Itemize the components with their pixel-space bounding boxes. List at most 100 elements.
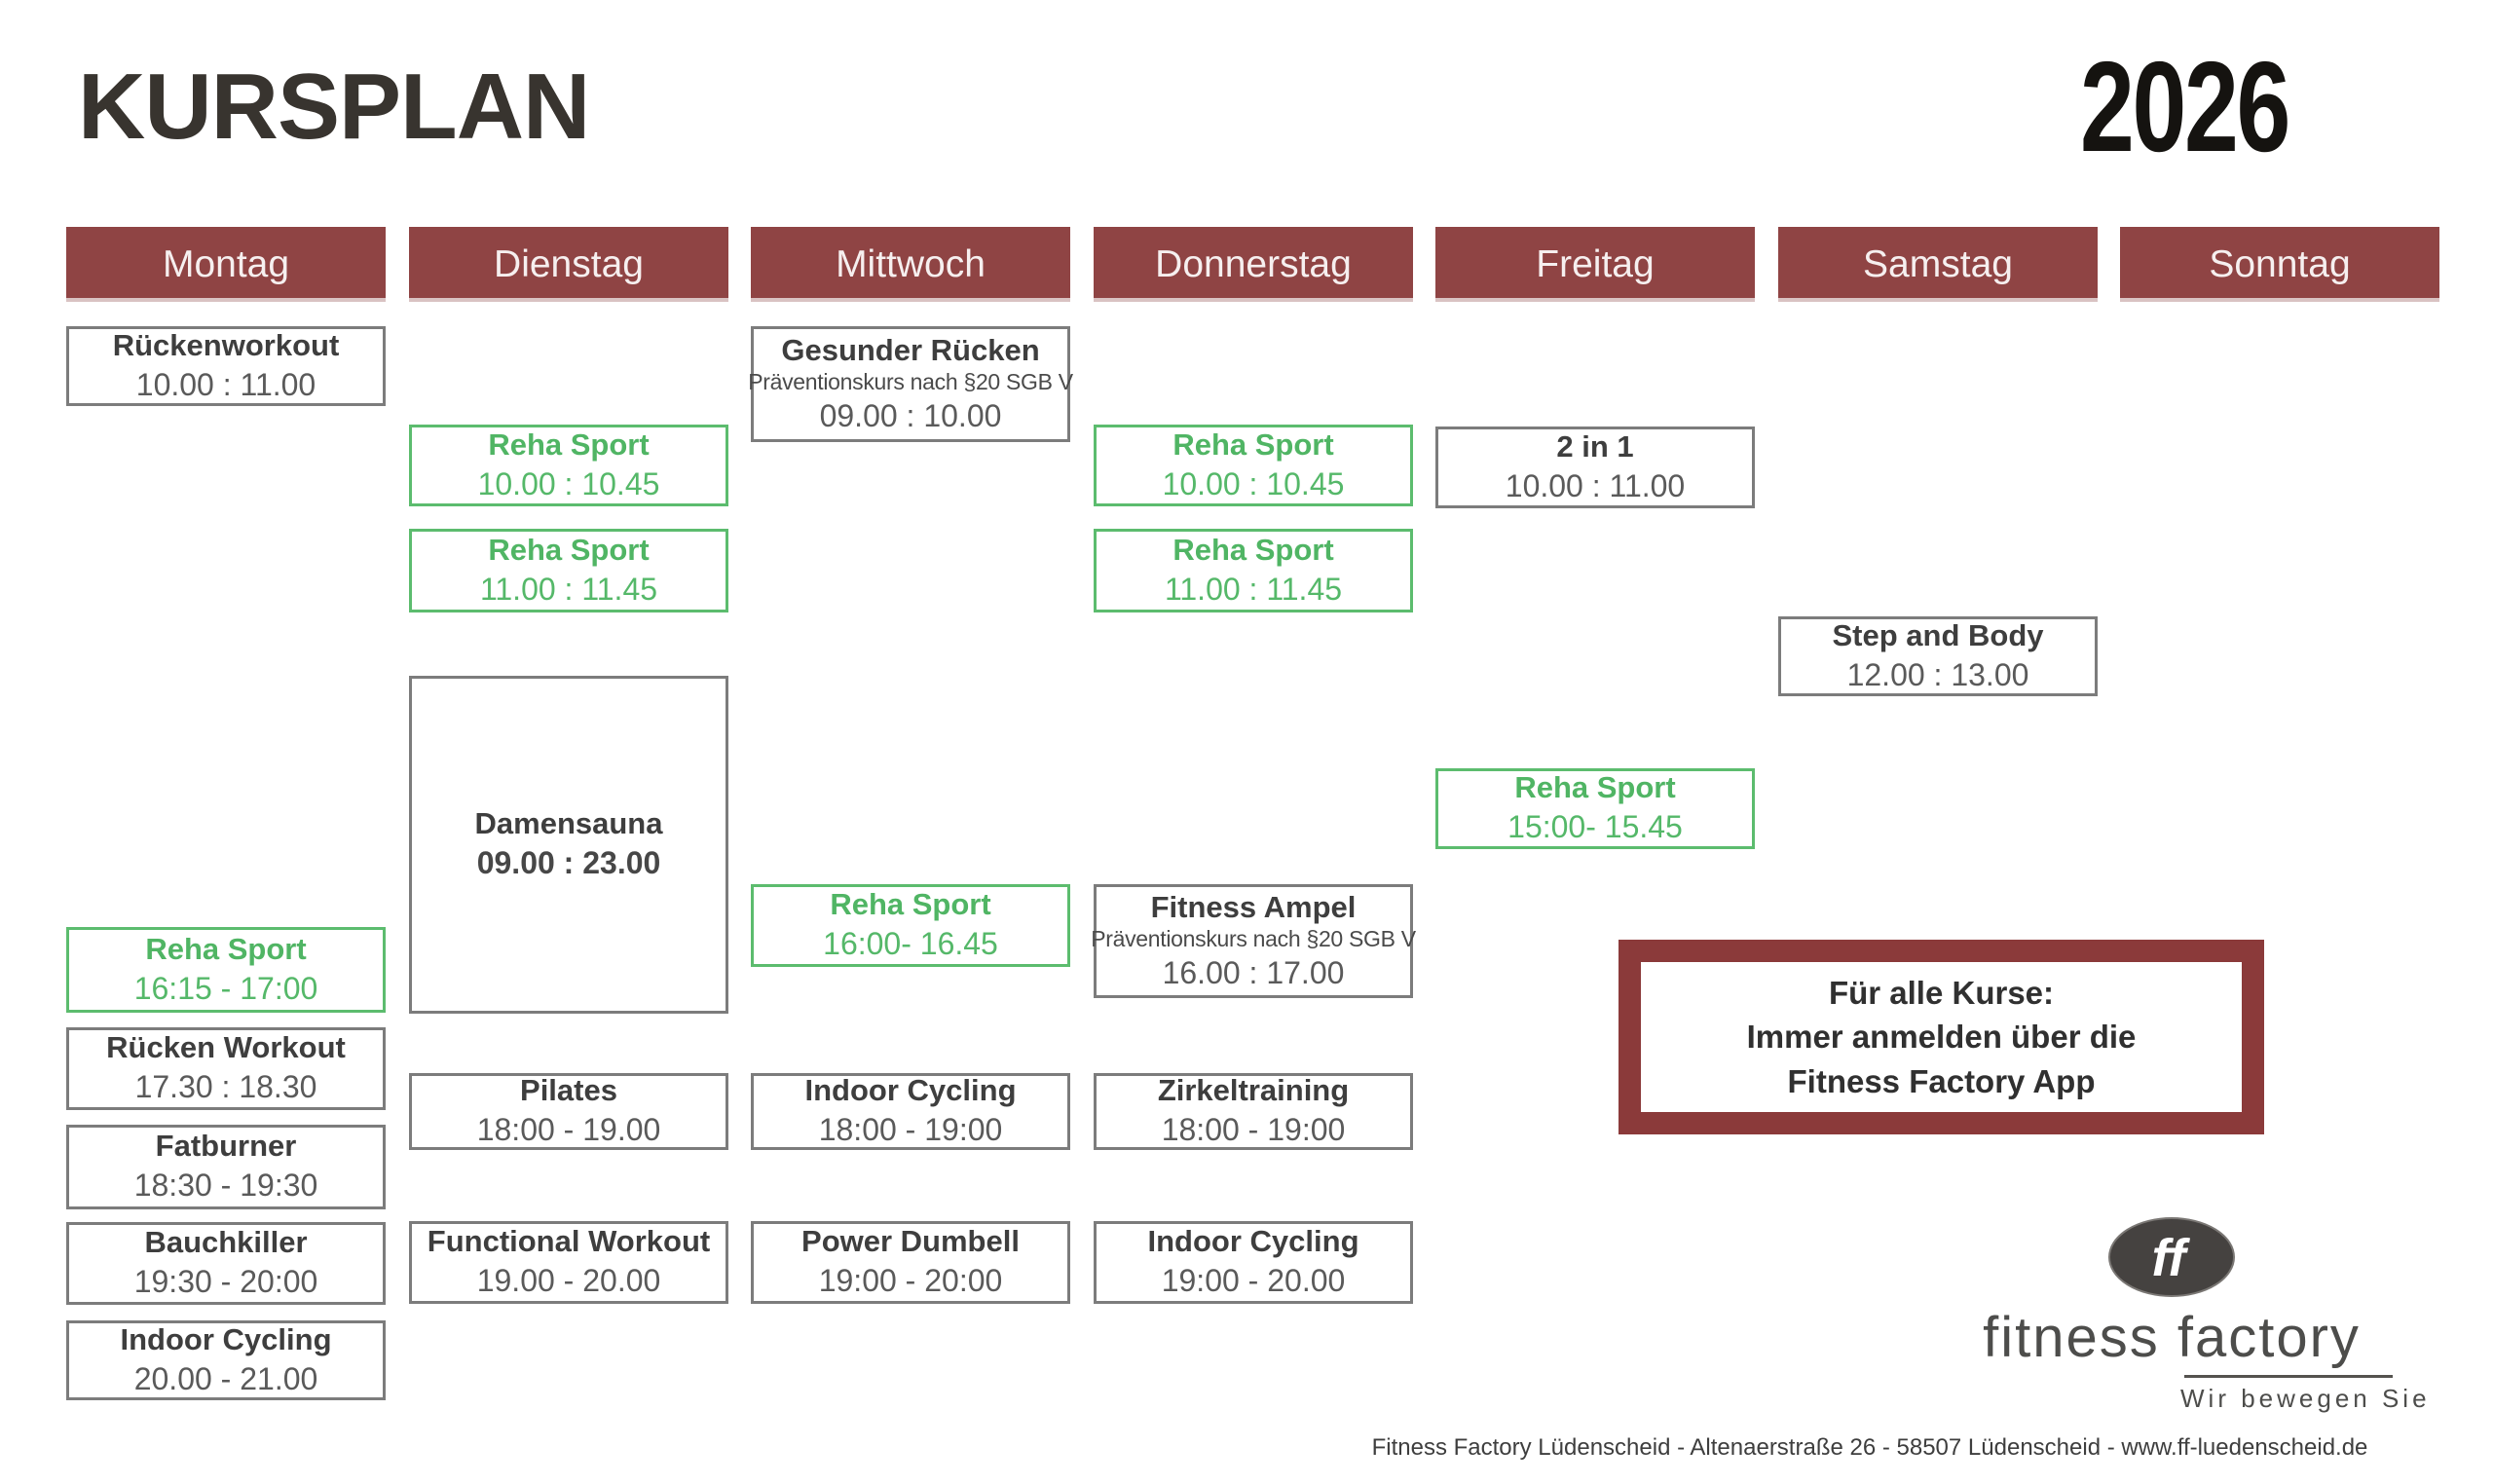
course-title: Indoor Cycling [1147,1224,1359,1259]
course-time: 19:00 - 20:00 [818,1263,1003,1299]
course-card: Reha Sport 16:00- 16.45 [751,884,1070,967]
course-title: Bauchkiller [144,1225,308,1260]
course-title: 2 in 1 [1556,428,1634,464]
year-label: 2026 [2080,35,2290,178]
course-card: Bauchkiller 19:30 - 20:00 [66,1222,386,1305]
course-card: Functional Workout 19.00 - 20.00 [409,1221,728,1304]
course-card: Zirkeltraining 18:00 - 19:00 [1094,1073,1413,1150]
course-subtitle: Präventionskurs nach §20 SGB V [748,369,1073,395]
ff-monogram-icon: ff [2108,1217,2235,1297]
course-card: Reha Sport 11.00 : 11.45 [1094,529,1413,612]
course-title: Pilates [520,1073,617,1108]
course-title: Fatburner [155,1129,297,1164]
course-title: Indoor Cycling [120,1321,332,1356]
course-time: 19:30 - 20:00 [133,1264,318,1300]
course-title: Rücken Workout [106,1030,346,1065]
course-title: Step and Body [1832,617,2044,652]
notice-text: Für alle Kurse: Immer anmelden über die … [1641,962,2242,1112]
course-time: 18:30 - 19:30 [133,1168,318,1204]
course-title: Reha Sport [1172,532,1334,567]
day-header-freitag: Freitag [1435,227,1755,302]
logo-underline [2184,1374,2393,1378]
course-time: 19.00 - 20.00 [476,1263,661,1299]
course-time: 19:00 - 20.00 [1161,1263,1346,1299]
course-subtitle: Präventionskurs nach §20 SGB V [1091,926,1416,952]
fitness-factory-logo: ff fitness factory Wir bewegen Sie [1943,1215,2431,1414]
ff-monogram-text: ff [2152,1229,2191,1287]
course-title: Damensauna [474,806,663,841]
course-title: Rückenworkout [112,327,340,362]
course-time: 16.00 : 17.00 [1162,954,1345,990]
course-time: 17.30 : 18.30 [134,1069,317,1105]
course-title: Reha Sport [830,887,991,922]
day-column-sonntag: Sonntag [2120,227,2439,1434]
logo-name: fitness factory [1983,1306,2361,1369]
course-time: 09.00 : 23.00 [476,845,661,881]
course-card: Rücken Workout 17.30 : 18.30 [66,1027,386,1110]
course-time: 09.00 : 10.00 [819,397,1002,433]
page-title: KURSPLAN [78,55,590,159]
day-header-samstag: Samstag [1778,227,2098,302]
course-title: Zirkeltraining [1157,1073,1350,1108]
course-time: 10.00 : 11.00 [135,366,316,402]
course-time: 10.00 : 10.45 [1162,465,1345,501]
course-time: 10.00 : 11.00 [1505,467,1686,503]
course-time: 12.00 : 13.00 [1846,656,2029,692]
course-card: Fatburner 18:30 - 19:30 [66,1125,386,1209]
course-time: 11.00 : 11.45 [479,571,658,607]
course-card: Reha Sport 16:15 - 17:00 [66,927,386,1013]
course-card: Rückenworkout 10.00 : 11.00 [66,326,386,406]
course-time: 18:00 - 19:00 [818,1112,1003,1148]
course-time: 20.00 - 21.00 [133,1360,318,1396]
course-card: Power Dumbell 19:00 - 20:00 [751,1221,1070,1304]
course-title: Power Dumbell [801,1224,1020,1259]
course-card: Step and Body 12.00 : 13.00 [1778,616,2098,696]
course-time: 18:00 - 19:00 [1161,1112,1346,1148]
course-card: Reha Sport 11.00 : 11.45 [409,529,728,612]
day-header-donnerstag: Donnerstag [1094,227,1413,302]
day-header-montag: Montag [66,227,386,302]
course-card: Damensauna 09.00 : 23.00 [409,676,728,1014]
notice-line: Fitness Factory App [1787,1062,2096,1099]
course-title: Reha Sport [488,427,650,462]
footer-address: Fitness Factory Lüdenscheid - Altenaerst… [1371,1434,2368,1461]
course-time: 18:00 - 19.00 [476,1112,661,1148]
notice-line: Für alle Kurse: [1828,974,2055,1011]
day-header-sonntag: Sonntag [2120,227,2439,302]
day-header-mittwoch: Mittwoch [751,227,1070,302]
course-title: Gesunder Rücken [781,332,1040,367]
course-card: Indoor Cycling 20.00 - 21.00 [66,1320,386,1400]
notice-box: Für alle Kurse: Immer anmelden über die … [1619,940,2264,1134]
course-card: Indoor Cycling 19:00 - 20.00 [1094,1221,1413,1304]
notice-line: Immer anmelden über die [1746,1019,2137,1056]
logo-tagline: Wir bewegen Sie [2180,1383,2431,1413]
course-time: 16:00- 16.45 [823,926,998,962]
course-title: Reha Sport [145,931,307,966]
course-title: Reha Sport [1514,770,1676,805]
course-title: Fitness Ampel [1150,889,1357,924]
course-card: Indoor Cycling 18:00 - 19:00 [751,1073,1070,1150]
day-header-dienstag: Dienstag [409,227,728,302]
course-title: Indoor Cycling [804,1073,1017,1108]
course-time: 16:15 - 17:00 [133,970,318,1006]
course-time: 10.00 : 10.45 [477,465,660,501]
course-title: Reha Sport [1172,427,1334,462]
course-time: 11.00 : 11.45 [1164,571,1343,607]
course-card: Pilates 18:00 - 19.00 [409,1073,728,1150]
course-title: Reha Sport [488,532,650,567]
course-title: Functional Workout [427,1224,711,1259]
